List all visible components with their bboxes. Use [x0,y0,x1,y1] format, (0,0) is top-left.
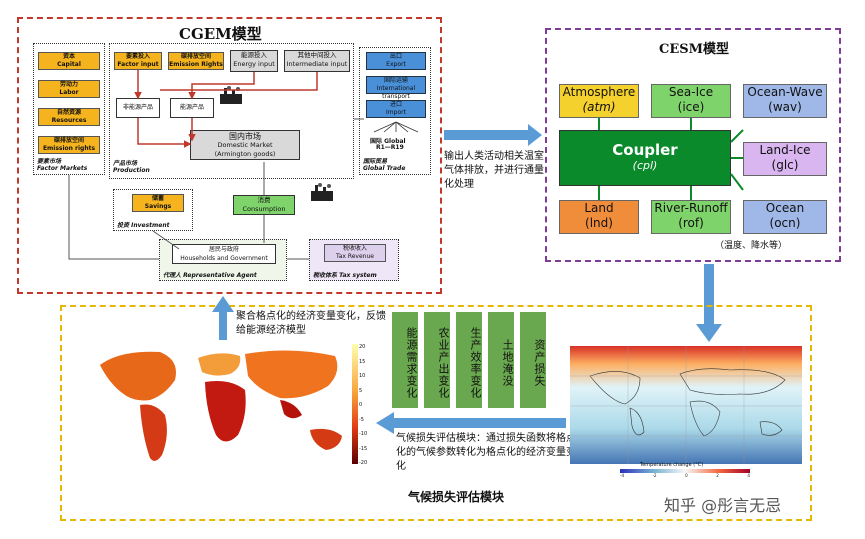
arrow-down-to-map [696,264,722,342]
damage-panel [60,305,812,521]
agent-label: 代理人 Representative Agent [163,272,257,279]
consumption-factory-icon [311,183,333,201]
impact-productivity: 生产效率变化 [456,312,482,408]
non-energy-products: 非能源产品 [116,98,160,118]
comp-atmosphere: Atmosphere(atm) [559,84,639,118]
cesm-panel: CESM模型 Atmosphere(atm) Sea-Ice(ice) Ocea… [545,28,841,262]
impact-agriculture: 农业产出变化 [424,312,450,408]
investment-label: 投资 Investment [117,222,170,229]
cesm-note: （温度、降水等） [715,241,788,251]
watermark: 知乎 @彤言无忌 [664,496,782,515]
to-cgem-text: 聚合格点化的经济变量变化，反馈给能源经济模型 [236,311,386,336]
damage-title: 气候损失评估模块 [408,490,505,504]
global-network-icon [373,121,419,133]
arrow-up-to-cgem [212,296,234,348]
cgem-flow-lines [68,118,364,260]
to-cesm-text: 输出人类活动相关温室气体排放，并进行通量化处理 [444,151,544,190]
cgem-title: CGEM模型 [179,25,262,43]
coupler-box: Coupler (cpl) [559,130,731,186]
temp-colorbar [620,469,750,473]
damage-map-svg [80,340,365,475]
arrow-left-to-damage [376,412,566,434]
comp-river-runoff: River-Runoff(rof) [651,200,731,234]
comp-sea-ice: Sea-Ice(ice) [651,84,731,118]
comp-ocean: Ocean(ocn) [743,200,827,234]
domestic-market: 国内市场 Domestic Market (Armington goods) [190,130,300,160]
comp-ocean-wave: Ocean-Wave(wav) [743,84,827,118]
damage-description: 气候损失评估模块：通过损失函数将格点化的气候参数转化为格点化的经济变量变化 [396,433,576,472]
impact-energy-demand: 能源需求变化 [392,312,418,408]
global-label: 国际 Global [370,138,406,145]
impact-asset-loss: 资产损失 [520,312,546,408]
region-range: R1—R19 [376,144,404,151]
coupler-links [598,118,744,200]
cesm-title: CESM模型 [659,42,730,57]
tax-system-label: 税收体系 Tax system [313,272,377,279]
temperature-map-svg [570,346,802,464]
comp-land: Land(lnd) [559,200,639,234]
production-arrows [134,70,318,148]
impact-land-flooding: 土地淹没 [488,312,514,408]
arrow-to-cesm [444,124,542,146]
temp-colorbar-label: Temperature change (°C) [640,462,704,468]
comp-land-ice: Land-Ice(glc) [743,142,827,176]
